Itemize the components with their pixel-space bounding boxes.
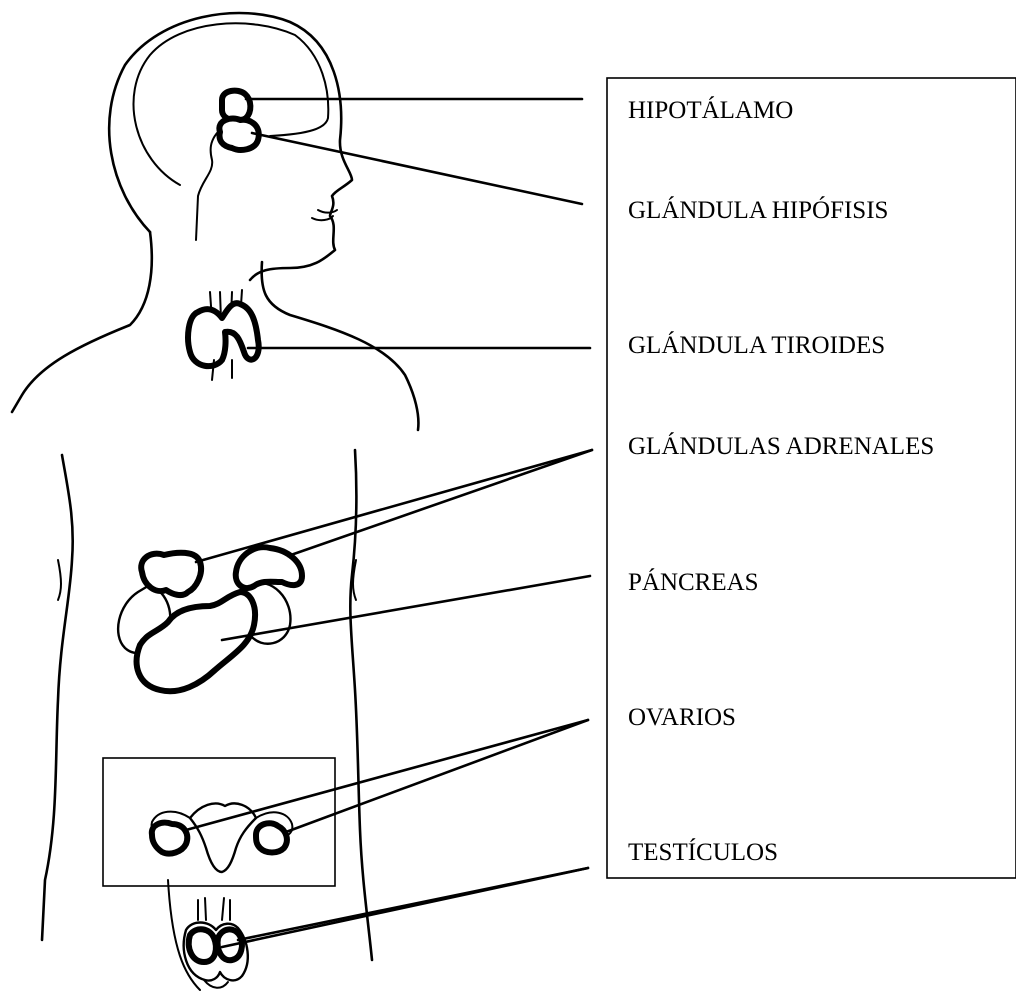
ovary-right-icon xyxy=(256,823,287,852)
ovary-left-icon xyxy=(152,823,187,854)
thyroid-icon xyxy=(188,290,259,380)
label-hipotalamo: HIPOTÁLAMO xyxy=(628,96,793,124)
label-hipofisis: GLÁNDULA HIPÓFISIS xyxy=(628,196,888,224)
label-adrenales: GLÁNDULAS ADRENALES xyxy=(628,432,934,460)
label-testiculos: TESTÍCULOS xyxy=(628,838,778,866)
label-ovarios: OVARIOS xyxy=(628,704,736,731)
label-pancreas: PÁNCREAS xyxy=(628,568,759,596)
adrenal-left-icon xyxy=(141,553,201,595)
label-tiroides: GLÁNDULA TIROIDES xyxy=(628,331,885,359)
